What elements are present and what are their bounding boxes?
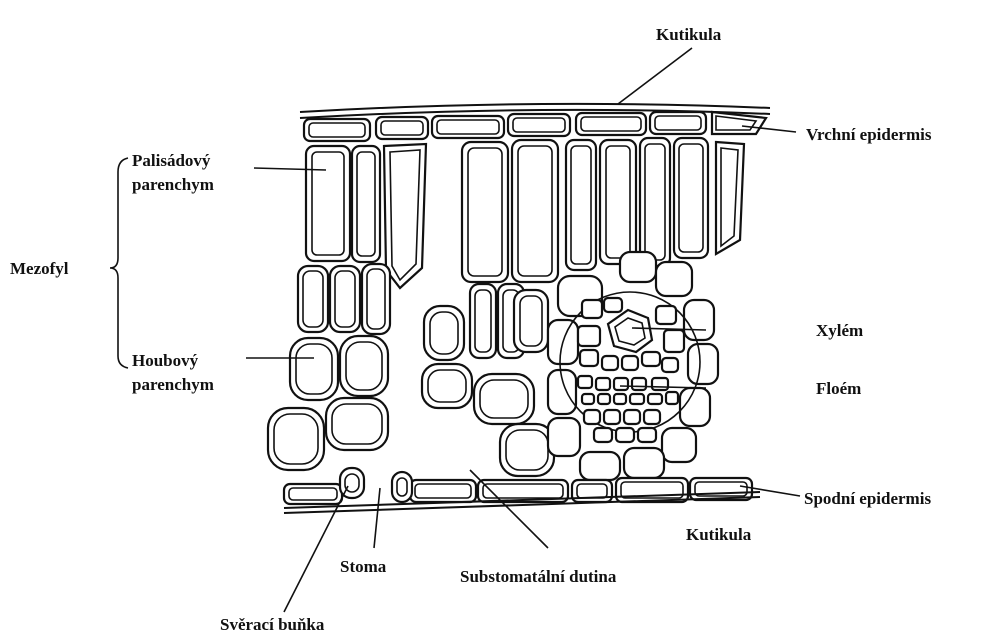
label-substomatal-cavity: Substomatální dutina: [460, 567, 617, 586]
upper-epidermis-cells: [304, 112, 766, 141]
spongy-parenchyma-cells: [268, 264, 554, 476]
label-guard-cell: Svěrací buňka: [220, 615, 325, 634]
label-palisade-parenchyma-line1: Palisádový: [132, 151, 211, 170]
label-phloem: Floém: [816, 379, 861, 398]
mesophyll-brace: [110, 158, 128, 368]
vascular-bundle: [548, 252, 718, 480]
label-stoma: Stoma: [340, 557, 387, 576]
label-xylem: Xylém: [816, 321, 863, 340]
label-upper-epidermis: Vrchní epidermis: [806, 125, 932, 144]
guard-cells: [340, 468, 412, 502]
label-spongy-parenchyma-line2: parenchym: [132, 375, 214, 394]
label-mesophyll: Mezofyl: [10, 259, 69, 278]
label-cuticle-top: Kutikula: [656, 25, 722, 44]
label-palisade-parenchyma-line2: parenchym: [132, 175, 214, 194]
label-cuticle-bottom: Kutikula: [686, 525, 752, 544]
label-lower-epidermis: Spodní epidermis: [804, 489, 931, 508]
label-spongy-parenchyma-line1: Houbový: [132, 351, 199, 370]
